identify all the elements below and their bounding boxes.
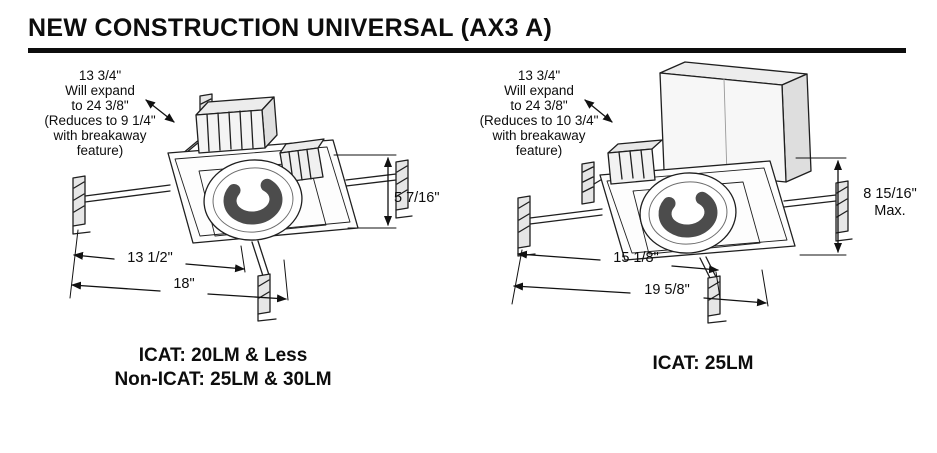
housing-box: [659, 61, 812, 183]
dim-line: Max.: [874, 203, 906, 219]
left-expand-note: 13 3/4" Will expand to 24 3/8" (Reduces …: [30, 68, 170, 158]
junction-box: [195, 96, 278, 154]
note-line: to 24 3/8": [71, 98, 129, 113]
note-line: Will expand: [65, 83, 135, 98]
caption-line: ICAT: 20LM & Less: [138, 345, 308, 366]
right-expand-note: 13 3/4" Will expand to 24 3/8" (Reduces …: [468, 68, 610, 158]
hanger-bracket-bottom: [251, 240, 277, 322]
note-line: 13 3/4": [78, 68, 122, 83]
title-underline: [28, 48, 906, 53]
note-line: (Reduces to 9 1/4": [44, 113, 156, 128]
note-line: feature): [76, 143, 124, 158]
right-height-dim-label: 8 15/16" Max.: [846, 186, 934, 220]
hanger-bracket-right: [345, 159, 413, 219]
hanger-bracket-bottom: [699, 256, 727, 324]
aperture: [639, 172, 737, 254]
note-line: Will expand: [504, 83, 574, 98]
left-inner-width-dim-label: 13 1/2": [127, 250, 173, 266]
left-figure-drawing: [69, 93, 413, 322]
caption-line: ICAT: 25LM: [652, 353, 754, 374]
note-line: 13 3/4": [517, 68, 561, 83]
left-height-dim-label: 5 7/16": [394, 190, 440, 206]
dimension-lines: [69, 99, 397, 303]
note-line: (Reduces to 10 3/4": [479, 113, 599, 128]
dimension-lines: [511, 99, 847, 307]
aperture: [203, 159, 303, 241]
hanger-bracket-left: [517, 195, 603, 257]
left-figure-caption: ICAT: 20LM & Less Non-ICAT: 25LM & 30LM: [95, 344, 351, 392]
note-line: with breakaway: [53, 128, 147, 143]
junction-box: [607, 139, 663, 185]
note-line: with breakaway: [492, 128, 586, 143]
right-outer-width-dim-label: 19 5/8": [644, 282, 690, 298]
caption-line: Non-ICAT: 25LM & 30LM: [114, 369, 332, 390]
note-line: feature): [515, 143, 563, 158]
left-outer-width-dim-label: 18": [173, 276, 195, 292]
note-line: to 24 3/8": [510, 98, 568, 113]
hanger-bracket-left: [72, 175, 171, 235]
hanger-bracket-top: [581, 161, 605, 205]
right-figure-caption: ICAT: 25LM: [628, 352, 778, 376]
hanger-bracket-right: [783, 180, 853, 242]
right-figure-drawing: [511, 61, 853, 324]
page-title: NEW CONSTRUCTION UNIVERSAL (AX3 A): [28, 14, 553, 42]
dim-line: 8 15/16": [863, 186, 917, 202]
right-inner-width-dim-label: 15 1/8": [613, 250, 659, 266]
